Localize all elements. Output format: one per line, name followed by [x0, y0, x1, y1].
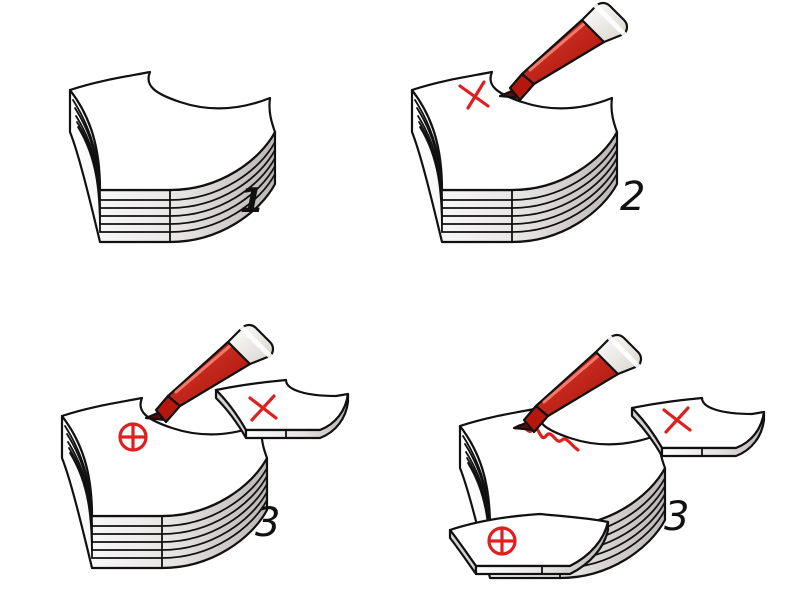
x-mark-icon: [458, 80, 490, 110]
circle-cross-icon: [118, 422, 148, 452]
loose-sheet: [214, 378, 350, 440]
panel-3: 3: [60, 325, 350, 570]
loose-sheet: [448, 512, 610, 576]
circle-cross-icon: [487, 526, 517, 556]
scribble-icon: [514, 424, 580, 452]
panel-2: 2: [410, 3, 645, 244]
x-mark-icon: [248, 394, 278, 422]
panel-4: 3: [448, 335, 766, 580]
step-label-3: 3: [255, 500, 280, 546]
red-marker-icon: [514, 335, 641, 432]
loose-sheet: [630, 396, 766, 458]
step-label-1: 1: [240, 181, 264, 221]
step-label-2: 2: [620, 174, 645, 220]
step-label-4: 3: [664, 494, 689, 540]
panel-1: 1: [68, 70, 277, 244]
x-mark-icon: [662, 406, 692, 434]
red-marker-icon: [500, 3, 627, 100]
